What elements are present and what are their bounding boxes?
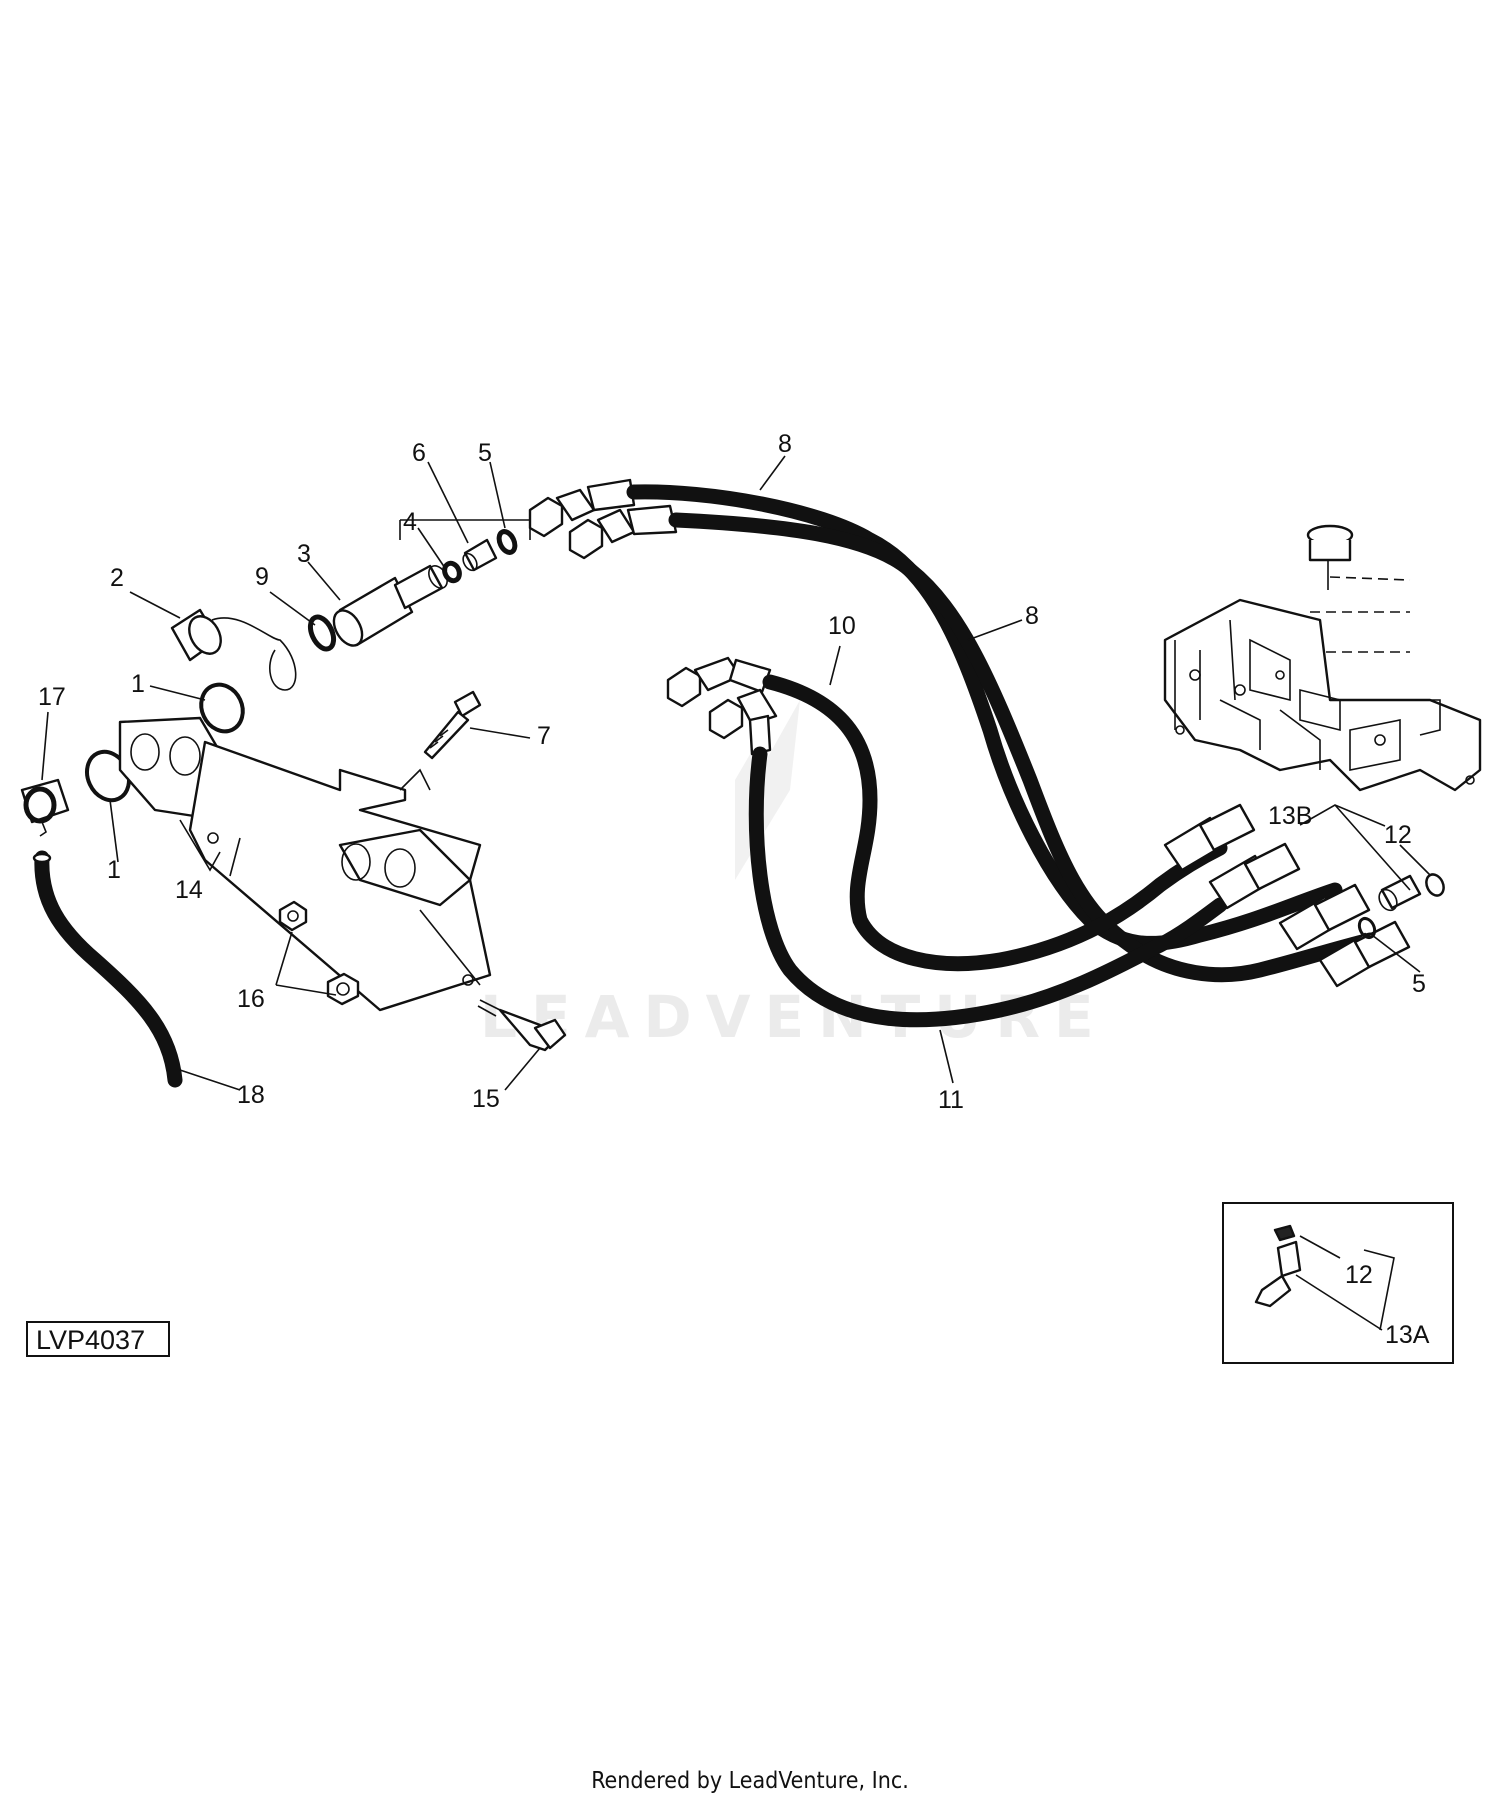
callout-8a: 8 xyxy=(778,430,792,458)
part-3-coupler xyxy=(332,564,448,647)
callout-17: 17 xyxy=(38,683,66,711)
callout-1a: 1 xyxy=(131,670,145,698)
callout-4: 4 xyxy=(403,508,417,536)
footer-credit: Rendered by LeadVenture, Inc. xyxy=(591,1768,909,1794)
part-1-ring-a xyxy=(199,682,245,734)
callout-11: 11 xyxy=(938,1086,964,1114)
callout-18: 18 xyxy=(237,1081,265,1109)
callout-14: 14 xyxy=(175,876,203,904)
part-2-dust-cap xyxy=(170,608,297,691)
callout-15: 15 xyxy=(472,1085,500,1113)
part-5-o-ring-a xyxy=(496,529,518,555)
part-14-bracket xyxy=(118,716,492,1012)
part-6-adapter xyxy=(462,538,498,572)
callout-1b: 1 xyxy=(107,856,121,884)
callout-13b: 13B xyxy=(1268,802,1312,830)
callout-5b: 5 xyxy=(1412,970,1426,998)
inset-callout-12: 12 xyxy=(1345,1261,1373,1289)
part-18-hose xyxy=(32,850,183,1088)
part-17-clamp xyxy=(20,778,70,837)
control-valve xyxy=(1163,524,1482,792)
callout-6: 6 xyxy=(412,439,426,467)
callout-12a: 12 xyxy=(1384,821,1412,849)
part-7-bolt xyxy=(423,690,482,760)
callout-8b: 8 xyxy=(1025,602,1039,630)
callout-2: 2 xyxy=(110,564,124,592)
inset-13a: 12 13A xyxy=(1222,1202,1454,1364)
leader-lines xyxy=(41,455,1431,1091)
callout-16: 16 xyxy=(237,985,265,1013)
part-15-bolt xyxy=(477,999,567,1052)
callout-labels: 17 1 1 2 9 3 4 6 5 8 8 10 7 14 16 15 18 … xyxy=(38,430,1426,1114)
part-10-11-hoses xyxy=(666,656,1228,1028)
callout-3: 3 xyxy=(297,540,311,568)
part-12-o-ring-a xyxy=(1425,873,1445,897)
figure-id: LVP4037 xyxy=(26,1321,170,1357)
hose-end-fittings xyxy=(1163,803,1411,988)
callout-7: 7 xyxy=(537,722,551,750)
callout-9: 9 xyxy=(255,563,269,591)
watermark-text: LEADVENTURE xyxy=(480,983,1108,1051)
part-13b-adapter xyxy=(1378,874,1422,912)
inset-callout-13a: 13A xyxy=(1385,1321,1430,1349)
callout-10: 10 xyxy=(828,612,856,640)
part-16-nuts xyxy=(278,900,360,1006)
part-8-hoses xyxy=(528,478,1378,983)
figure-id-text: LVP4037 xyxy=(36,1325,145,1355)
part-4-o-ring xyxy=(442,560,462,584)
part-5-o-ring-b xyxy=(1357,916,1377,940)
part-9-o-ring xyxy=(307,614,337,652)
callout-5a: 5 xyxy=(478,439,492,467)
